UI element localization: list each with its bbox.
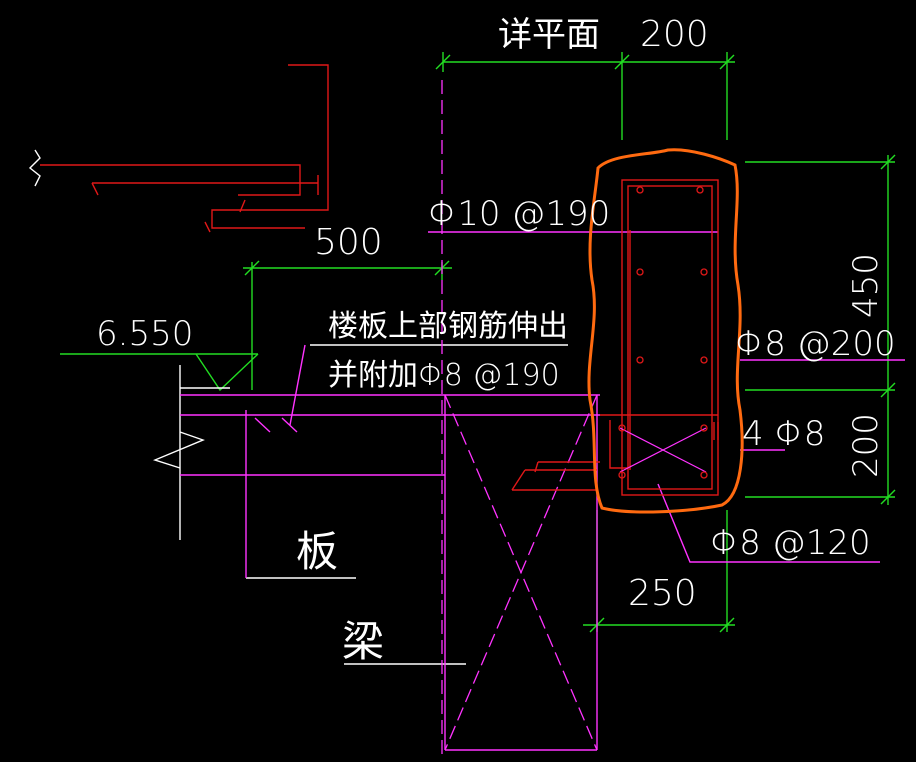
dim-top-200: 200 xyxy=(640,14,709,55)
waist-bars-label: 4 Φ8 xyxy=(742,414,825,454)
rebar-dots xyxy=(618,186,708,479)
elevation-label: 6.550 xyxy=(96,314,193,354)
detail-plan-label: 详平面 xyxy=(498,15,600,55)
bottom-stirrup-label: Φ8 @120 xyxy=(710,523,871,563)
highlight-outline xyxy=(587,148,744,514)
stirrup-label: Φ8 @200 xyxy=(735,324,896,364)
dim-500: 500 xyxy=(314,222,383,263)
center-line xyxy=(441,80,598,760)
top-rebar-label: Φ10 @190 xyxy=(428,194,610,234)
dim-250: 250 xyxy=(628,573,697,614)
rebar-lines xyxy=(40,64,719,496)
slab-note-line-2: 并附加Φ8 @190 xyxy=(328,358,560,393)
cross-ties xyxy=(619,427,707,473)
slab-note-line-1: 楼板上部钢筋伸出 xyxy=(328,309,568,344)
dim-right-200: 200 xyxy=(846,413,886,478)
beam-and-slab-lines xyxy=(180,231,905,751)
dim-450: 450 xyxy=(846,253,886,318)
slab-outline xyxy=(28,149,568,665)
slab-label: 板 xyxy=(296,527,338,576)
beam-label: 梁 xyxy=(342,617,384,666)
